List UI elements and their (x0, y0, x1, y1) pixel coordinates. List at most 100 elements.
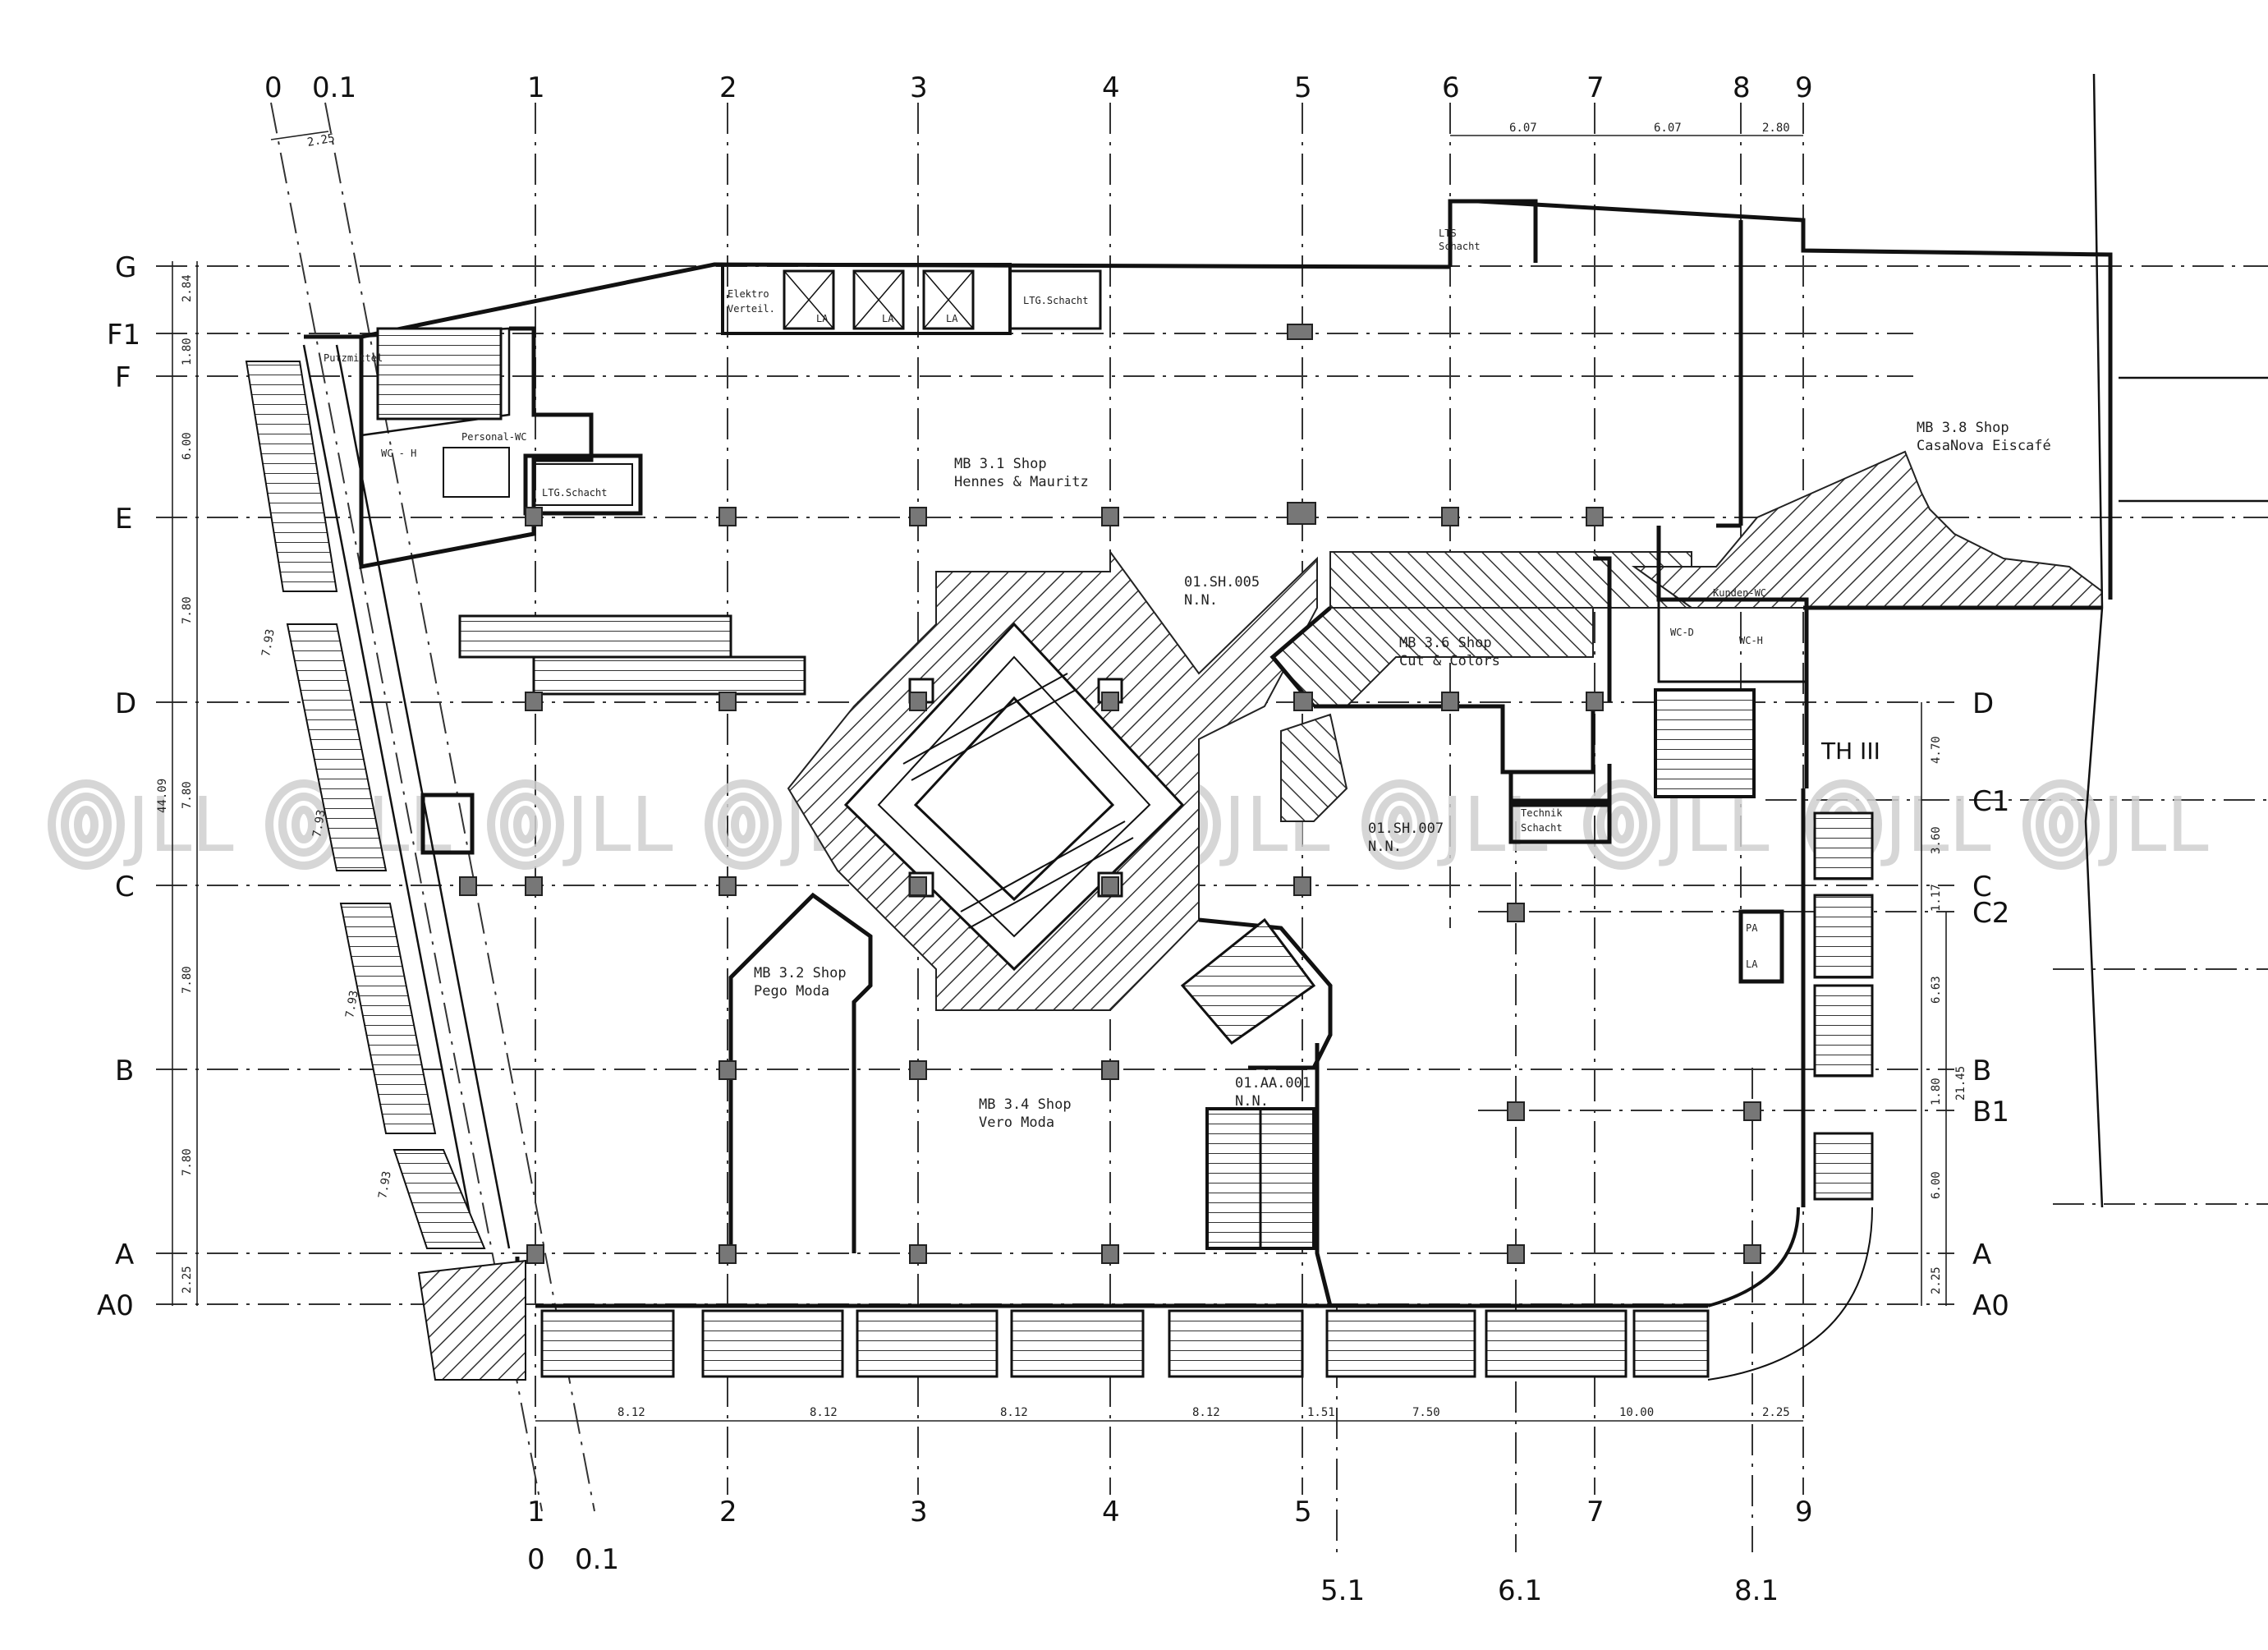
label-lts: LTS (1439, 228, 1457, 239)
room-subtitle: N.N. (1368, 839, 1402, 855)
grid-label: 3 (910, 71, 928, 104)
room-name: MB 3.4 Shop (979, 1096, 1072, 1113)
dim-label: 2.25 (306, 131, 336, 149)
label-technik-schacht: Schacht (1521, 822, 1563, 834)
grid-label: B (115, 1055, 134, 1087)
service-labels: Elektro Verteil. LA LA LA LTG.Schacht LT… (324, 228, 1880, 970)
room-subtitle: Pego Moda (754, 983, 829, 1000)
grid-label: F1 (107, 319, 140, 352)
grid-label: C2 (1972, 897, 2009, 930)
dim-label: 7.93 (376, 1170, 394, 1200)
room-labels: MB 3.1 Shop Hennes & Mauritz MB 3.2 Shop… (754, 420, 2051, 1131)
grid-label: 0.1 (312, 71, 356, 104)
grid-label: 7 (1586, 1496, 1605, 1528)
label-schacht: Schacht (1439, 241, 1481, 252)
room-name: MB 3.6 Shop (1399, 635, 1492, 651)
dim-label: 44.09 (156, 779, 169, 813)
room-subtitle: N.N. (1235, 1093, 1269, 1110)
room-subtitle: N.N. (1184, 592, 1218, 609)
grid-label: 2 (719, 71, 737, 104)
room-name: MB 3.1 Shop (954, 456, 1047, 472)
grid-label: 5.1 (1320, 1574, 1365, 1607)
dim-label: 1.17 (1930, 884, 1943, 912)
grid-label: 3 (910, 1496, 928, 1528)
grid-label: C (1972, 871, 1992, 903)
grid-label: 8.1 (1734, 1574, 1779, 1607)
dim-label: 2.80 (1762, 122, 1790, 135)
dim-label: 2.25 (1762, 1406, 1790, 1419)
dim-label: 7.93 (343, 990, 361, 1019)
grid-label: 6 (1442, 71, 1460, 104)
grid-label: 0 (527, 1543, 545, 1576)
dim-label: 10.00 (1619, 1406, 1654, 1419)
grid-label: 6.1 (1498, 1574, 1542, 1607)
dim-label: 2.25 (181, 1266, 194, 1294)
watermark-text: JLL (2098, 781, 2209, 869)
dim-label: 1.51 (1307, 1406, 1335, 1419)
columns (459, 324, 1761, 1264)
dim-label: 2.84 (181, 274, 194, 302)
dim-label: 3.60 (1930, 826, 1943, 854)
label-la2: LA (1746, 958, 1758, 970)
dim-label: 6.63 (1930, 976, 1943, 1004)
dim-label: 7.80 (181, 1148, 194, 1176)
label-ltg-schacht: LTG.Schacht (1023, 295, 1088, 306)
grid-label: A0 (1972, 1289, 2009, 1322)
room-subtitle: Vero Moda (979, 1115, 1054, 1131)
room-name: 01.SH.007 (1368, 820, 1444, 837)
label-la: LA (816, 313, 829, 324)
grid-label: D (1972, 687, 1994, 720)
grid-label: 9 (1795, 1496, 1813, 1528)
dim-label: 6.00 (181, 432, 194, 460)
label-th: TH III (1820, 738, 1880, 765)
atrium-diamond (843, 622, 1185, 972)
label-la: LA (946, 313, 958, 324)
grid-label: B (1972, 1055, 1991, 1087)
dim-label: 8.12 (810, 1406, 838, 1419)
grid-label: 8 (1733, 71, 1751, 104)
grid-labels-right: D C1 C C2 B B1 A A0 (1972, 687, 2009, 1322)
walls (245, 73, 2268, 1381)
dim-label: 8.12 (618, 1406, 645, 1419)
room-name: 01.AA.001 (1235, 1075, 1311, 1092)
dim-label: 1.80 (181, 338, 194, 365)
grid-label: D (115, 687, 136, 720)
grid-label: 2 (719, 1496, 737, 1528)
grid-label: 5 (1294, 71, 1312, 104)
room-name: MB 3.8 Shop (1917, 420, 2009, 436)
label-wc-d: WC-D (1670, 627, 1694, 638)
room-name: MB 3.2 Shop (754, 965, 847, 981)
grid-label: 9 (1795, 71, 1813, 104)
dim-label: 7.80 (181, 596, 194, 624)
watermark-text: JLL (1437, 781, 1548, 869)
grid-labels-top: 0 0.1 1 2 3 4 5 6 7 8 9 (264, 71, 1813, 104)
label-wc-h2: WC-H (1739, 635, 1763, 646)
watermark-text: JLL (562, 781, 673, 869)
dim-label: 6.07 (1654, 122, 1682, 135)
label-kunden-wc: Kunden-WC (1713, 587, 1766, 599)
room-subtitle: Cut & Colors (1399, 653, 1500, 669)
room-subtitle: CasaNova Eiscafé (1917, 438, 2051, 454)
room-subtitle: Hennes & Mauritz (954, 474, 1089, 490)
dimension-texts: 6.07 6.07 2.80 2.84 1.80 6.00 7.80 7.80 … (156, 122, 1967, 1419)
dim-label: 7.93 (310, 809, 328, 839)
grid-label: 5 (1294, 1496, 1312, 1528)
grid-label: C1 (1972, 785, 2009, 818)
label-personal-wc: Personal-WC (461, 431, 526, 443)
grid-label: 1 (527, 71, 545, 104)
dim-label: 8.12 (1192, 1406, 1220, 1419)
dim-label: 7.80 (181, 781, 194, 809)
dim-label: 1.80 (1930, 1078, 1943, 1105)
grid-label: B1 (1972, 1096, 2009, 1128)
label-technik: Technik (1521, 807, 1563, 819)
grid-label: 4 (1102, 1496, 1120, 1528)
label-la: LA (882, 313, 894, 324)
room-name: 01.SH.005 (1184, 574, 1260, 591)
label-elektro: Elektro (728, 288, 769, 300)
grid-label: 0 (264, 71, 282, 104)
grid-label: 7 (1586, 71, 1605, 104)
grid-label: E (115, 503, 132, 535)
grid-label: 4 (1102, 71, 1120, 104)
grid-label: 1 (527, 1496, 545, 1528)
